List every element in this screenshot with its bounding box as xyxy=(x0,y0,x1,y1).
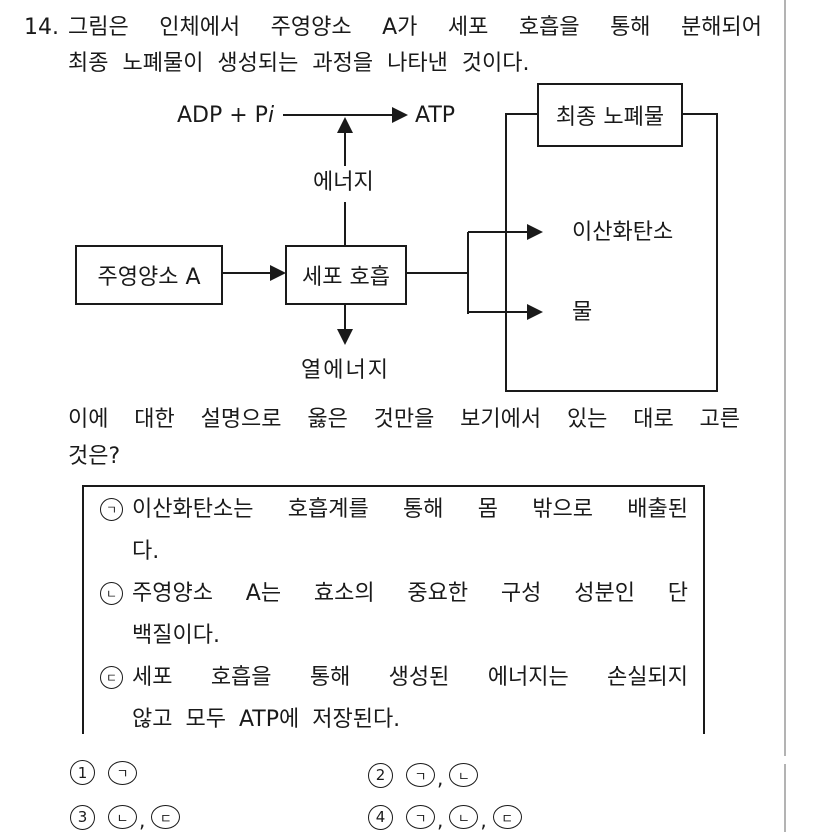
choice-3-comma: , xyxy=(139,808,146,832)
choice-2-comma: , xyxy=(437,766,444,790)
adp-pi-label: ADP + Pi xyxy=(177,102,274,130)
choice-1-number: 1 xyxy=(77,763,88,782)
choice-3-letter-1-icon: ㄴ xyxy=(108,805,137,829)
heat-arrow-head-icon xyxy=(337,329,353,345)
statement-3-marker: ㄷ xyxy=(100,666,123,689)
arrow-nutrient-to-respiration-line xyxy=(223,272,271,274)
choice-2-letter-2: ㄴ xyxy=(457,769,470,785)
choice-4-letter-1: ㄱ xyxy=(414,811,427,827)
respiration-output-line xyxy=(407,272,468,274)
choice-4[interactable]: 4 ㄱ , ㄴ , ㄷ xyxy=(368,802,522,832)
statements-box xyxy=(82,485,705,734)
waste-products-box xyxy=(505,113,718,392)
energy-arrow-line-lower xyxy=(344,202,346,246)
choice-1-letter-1: ㄱ xyxy=(116,767,129,782)
water-label: 물 xyxy=(572,300,593,325)
choice-4-number: 4 xyxy=(375,808,386,826)
co2-label: 이산화탄소 xyxy=(572,220,674,245)
nutrient-a-box-label: 주영양소 A xyxy=(97,265,201,290)
question-stem-line-2: 최종 노폐물이 생성되는 과정을 나타낸 것이다. xyxy=(68,51,530,76)
arrow-to-water-line xyxy=(468,311,528,313)
choice-4-letter-2: ㄴ xyxy=(457,811,470,827)
choice-4-number-icon: 4 xyxy=(368,804,393,830)
statement-1-line-2: 다. xyxy=(132,539,160,564)
choice-2-letter-1: ㄱ xyxy=(414,769,427,785)
choice-3-letter-1: ㄴ xyxy=(116,811,129,827)
choice-2-letter-1-icon: ㄱ xyxy=(406,763,435,787)
choice-4-letter-1-icon: ㄱ xyxy=(406,805,435,829)
atp-label: ATP xyxy=(415,103,456,128)
statement-3-marker-letter: ㄷ xyxy=(105,671,118,685)
choice-3-letter-2: ㄷ xyxy=(159,811,172,827)
choice-2-number-icon: 2 xyxy=(368,762,393,788)
choice-3-number-icon: 3 xyxy=(70,804,95,830)
choice-4-letter-3: ㄷ xyxy=(501,811,514,827)
energy-label: 에너지 xyxy=(313,170,374,195)
prompt-line-2: 것은? xyxy=(68,444,121,469)
choice-2-letter-2-icon: ㄴ xyxy=(449,763,479,787)
choice-3-number: 3 xyxy=(77,808,88,826)
choice-2[interactable]: 2 ㄱ , ㄴ xyxy=(368,760,479,790)
cell-respiration-box: 세포 호흡 xyxy=(285,245,407,305)
statement-1-marker-letter: ㄱ xyxy=(105,503,118,517)
energy-arrow-head-icon xyxy=(337,117,353,133)
waste-products-title-box: 최종 노폐물 xyxy=(537,83,683,147)
statement-3-line-1: 세포 호흡을 통해 생성된 에너지는 손실되지 xyxy=(132,665,688,690)
arrow-to-water-head-icon xyxy=(527,304,543,320)
statement-3-line-2: 않고 모두 ATP에 저장된다. xyxy=(132,707,401,732)
heat-arrow-line xyxy=(344,305,346,330)
arrow-nutrient-to-respiration-head-icon xyxy=(270,265,286,281)
choice-1-letter-1-icon: ㄱ xyxy=(108,760,137,785)
statement-2-line-2: 백질이다. xyxy=(132,623,220,648)
energy-arrow-line-upper xyxy=(344,131,346,166)
adp-label-italic-i: i xyxy=(267,103,275,128)
heat-energy-label: 열에너지 xyxy=(301,358,390,383)
arrow-to-co2-head-icon xyxy=(527,224,543,240)
choice-1-number-icon: 1 xyxy=(70,760,95,785)
adp-label-text: ADP + P xyxy=(177,103,268,128)
branch-bracket-line xyxy=(467,232,469,314)
choice-4-comma-2: , xyxy=(480,808,487,832)
arrow-adp-to-atp-line xyxy=(283,114,393,116)
column-divider-bottom xyxy=(784,764,786,832)
arrow-to-co2-line xyxy=(468,231,528,233)
statement-2-line-1: 주영양소 A는 효소의 중요한 구성 성분인 단 xyxy=(132,581,688,606)
arrow-adp-to-atp-head-icon xyxy=(392,107,408,123)
choice-4-letter-3-icon: ㄷ xyxy=(492,805,522,829)
choice-3-letter-2-icon: ㄷ xyxy=(151,805,181,829)
choice-4-letter-2-icon: ㄴ xyxy=(449,805,479,829)
statement-2-marker: ㄴ xyxy=(100,582,123,605)
statement-2-marker-letter: ㄴ xyxy=(105,587,118,601)
prompt-line-1: 이에 대한 설명으로 옳은 것만을 보기에서 있는 대로 고른 xyxy=(68,407,740,432)
choice-4-comma-1: , xyxy=(437,808,444,832)
statement-1-line-1: 이산화탄소는 호흡계를 통해 몸 밖으로 배출된 xyxy=(132,497,688,522)
choice-2-number: 2 xyxy=(375,766,386,784)
cell-respiration-box-label: 세포 호흡 xyxy=(302,265,390,290)
column-divider-top xyxy=(784,0,786,756)
question-number: 14. xyxy=(24,15,59,40)
waste-products-title-label: 최종 노폐물 xyxy=(555,105,665,130)
statement-1-marker: ㄱ xyxy=(100,498,123,521)
question-stem-line-1: 그림은 인체에서 주영양소 A가 세포 호흡을 통해 분해되어 xyxy=(68,15,762,40)
choice-3[interactable]: 3 ㄴ , ㄷ xyxy=(70,802,181,832)
nutrient-a-box: 주영양소 A xyxy=(75,245,223,305)
choice-1[interactable]: 1 ㄱ xyxy=(70,760,137,785)
